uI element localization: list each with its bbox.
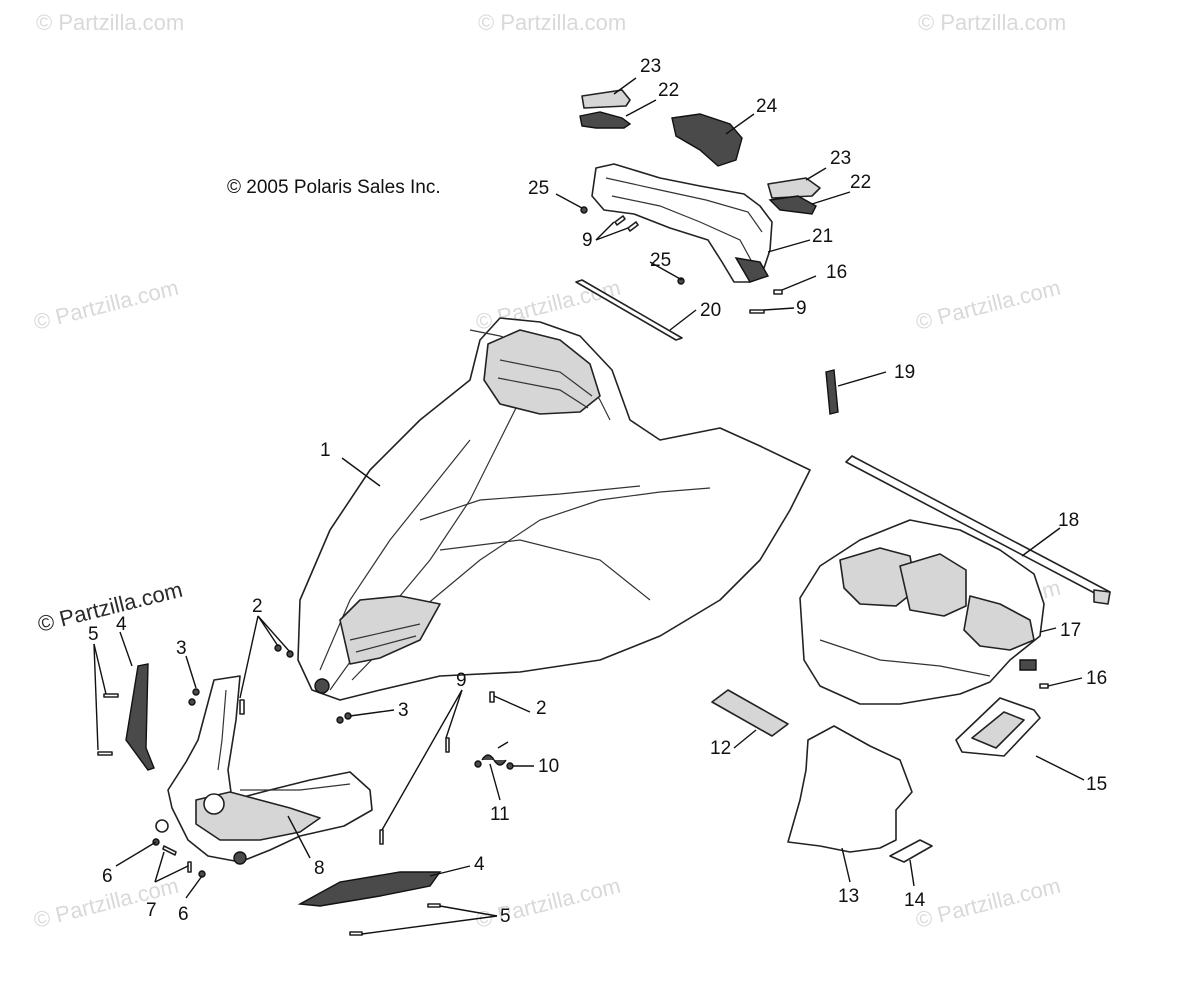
callout-25: 25 xyxy=(528,178,549,199)
part-9-screw xyxy=(749,309,765,314)
callout-3: 3 xyxy=(398,700,409,721)
top-console-parts xyxy=(575,89,821,341)
callout-16: 16 xyxy=(826,262,847,283)
part-9-screw xyxy=(627,221,639,232)
part-25-clip xyxy=(677,277,685,285)
callout-23: 23 xyxy=(640,56,661,77)
callout-labels: 1 2 2 3 3 4 4 5 5 6 6 7 8 9 9 9 10 11 12… xyxy=(88,56,1107,927)
callout-4: 4 xyxy=(116,614,127,635)
callout-15: 15 xyxy=(1086,774,1107,795)
callout-16: 16 xyxy=(1086,668,1107,689)
watermark: © Partzilla.com xyxy=(31,275,181,335)
callout-10: 10 xyxy=(538,756,559,777)
callout-19: 19 xyxy=(894,362,915,383)
callout-6: 6 xyxy=(178,904,189,925)
part-13-sheet xyxy=(787,725,913,853)
part-16-screw xyxy=(773,289,783,295)
callout-2: 2 xyxy=(536,698,547,719)
watermark: © Partzilla.com xyxy=(36,10,184,35)
watermark-dark: © Partzilla.com xyxy=(35,577,185,637)
part-4-grill-bottom xyxy=(297,871,442,907)
watermark: © Partzilla.com xyxy=(913,275,1063,335)
part-24-gauge xyxy=(671,113,743,167)
part-1-hood xyxy=(297,317,811,701)
callout-13: 13 xyxy=(838,886,859,907)
callout-5: 5 xyxy=(88,624,99,645)
callout-12: 12 xyxy=(710,738,731,759)
callout-21: 21 xyxy=(812,226,833,247)
callout-3: 3 xyxy=(176,638,187,659)
callout-9: 9 xyxy=(456,670,467,691)
part-16-screw xyxy=(1039,683,1049,689)
part-23-right xyxy=(767,177,821,199)
callout-23: 23 xyxy=(830,148,851,169)
watermark: © Partzilla.com xyxy=(473,873,623,933)
callout-1: 1 xyxy=(320,440,331,461)
callout-17: 17 xyxy=(1060,620,1081,641)
callout-5: 5 xyxy=(500,906,511,927)
watermark: © Partzilla.com xyxy=(913,873,1063,933)
part-4-grill-left xyxy=(125,663,155,771)
callout-2: 2 xyxy=(252,596,263,617)
callout-22: 22 xyxy=(850,172,871,193)
part-22-left xyxy=(579,111,632,129)
hardware xyxy=(97,644,514,936)
callout-9: 9 xyxy=(582,230,593,251)
part-8-bumper xyxy=(155,675,373,865)
leader-lines xyxy=(93,77,1085,935)
callout-8: 8 xyxy=(314,858,325,879)
part-23-left xyxy=(581,89,631,109)
callout-11: 11 xyxy=(490,804,510,825)
callout-24: 24 xyxy=(756,96,778,117)
callout-22: 22 xyxy=(658,80,679,101)
callout-6: 6 xyxy=(102,866,113,887)
part-9-screw xyxy=(614,215,626,226)
watermark: © Partzilla.com xyxy=(478,10,626,35)
part-19-bracket xyxy=(825,369,839,415)
callout-4: 4 xyxy=(474,854,485,875)
callout-20: 20 xyxy=(700,300,721,321)
part-25-clip xyxy=(580,206,588,214)
watermark: © Partzilla.com xyxy=(918,10,1066,35)
callout-9: 9 xyxy=(796,298,807,319)
callout-18: 18 xyxy=(1058,510,1079,531)
callout-14: 14 xyxy=(904,890,926,911)
part-22-right xyxy=(768,195,817,215)
callout-25: 25 xyxy=(650,250,671,271)
part-12-pad xyxy=(711,689,789,737)
part-20-strip xyxy=(575,279,683,341)
part-17-panel xyxy=(799,519,1045,705)
part-15-tray xyxy=(955,697,1041,757)
copyright-notice: © 2005 Polaris Sales Inc. xyxy=(227,177,441,198)
part-14-pad xyxy=(889,839,933,863)
callout-7: 7 xyxy=(146,900,157,921)
